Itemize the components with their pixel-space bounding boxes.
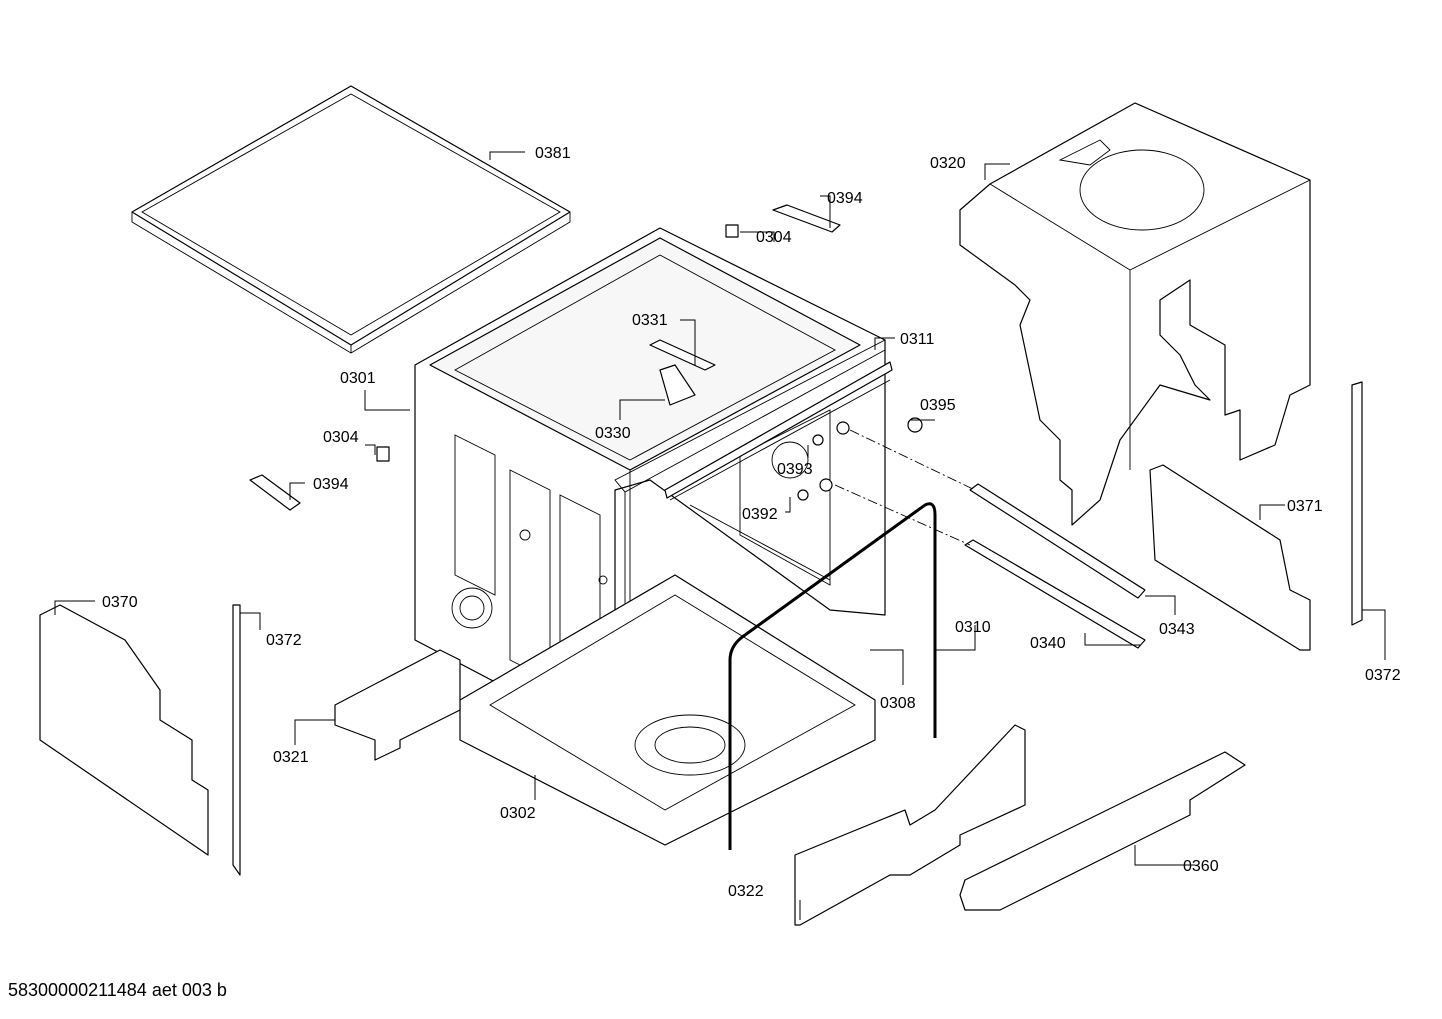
part-insulation-hood: [959, 102, 1311, 526]
callout-0308: 0308: [880, 695, 916, 712]
assembly-lines: [834, 429, 976, 546]
part-top-cover: [131, 85, 571, 354]
callout-0322: 0322: [728, 883, 764, 900]
document-id: 58300000211484 aet 003 b: [8, 980, 227, 1000]
leader-lines: [54, 151, 1386, 920]
callout-0395: 0395: [920, 397, 956, 414]
callout-0343: 0343: [1159, 621, 1195, 638]
callout-0370: 0370: [102, 594, 138, 611]
part-side-panel-left: [39, 604, 209, 856]
callout-0360: 0360: [1183, 858, 1219, 875]
callout-0372-right: 0372: [1365, 667, 1401, 684]
callout-0302: 0302: [500, 805, 536, 822]
callout-labels: 0381 0394 0304 0320 0331 0311 0301 0395 …: [102, 145, 1401, 900]
callout-0393: 0393: [777, 461, 813, 478]
part-rails: [964, 483, 1146, 649]
callout-0320: 0320: [930, 155, 966, 172]
part-side-strip: [664, 361, 893, 499]
callout-0372-left: 0372: [266, 632, 302, 649]
callout-0331: 0331: [632, 312, 668, 329]
callout-0330: 0330: [595, 425, 631, 442]
callout-0340: 0340: [1030, 635, 1066, 652]
part-small-hardware: [249, 204, 923, 511]
part-side-strip-left: [232, 604, 241, 876]
part-door-seal: [728, 502, 937, 850]
part-plinth-left: [334, 649, 461, 761]
callout-0304-left: 0304: [323, 429, 359, 446]
part-base-tray: [459, 574, 876, 846]
part-side-panel-right: [1149, 464, 1311, 651]
callout-0371: 0371: [1287, 498, 1323, 515]
part-plinth-right: [959, 751, 1246, 911]
callout-0301: 0301: [340, 370, 376, 387]
callout-0321: 0321: [273, 749, 309, 766]
callout-0392: 0392: [742, 506, 778, 523]
callout-0394-left: 0394: [313, 476, 349, 493]
callout-0394-top: 0394: [827, 190, 863, 207]
callout-0310: 0310: [955, 619, 991, 636]
part-plinth-middle: [794, 724, 1026, 926]
part-tub-body: [414, 227, 891, 746]
part-side-strip-right: [1351, 381, 1363, 626]
callout-0311: 0311: [900, 331, 935, 348]
callout-0304-top: 0304: [756, 229, 792, 246]
callout-0381: 0381: [535, 145, 571, 162]
